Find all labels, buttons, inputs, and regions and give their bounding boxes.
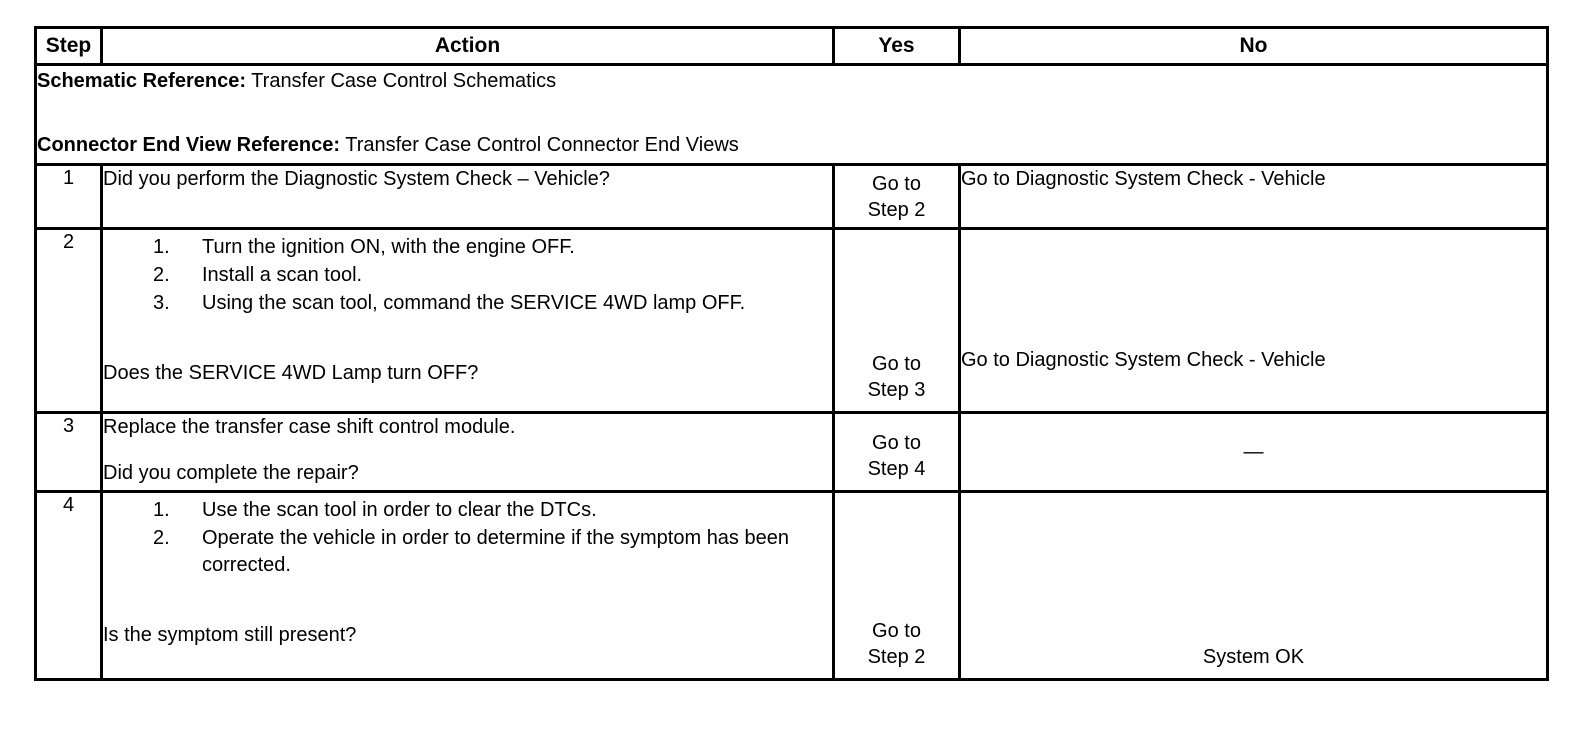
step-no: Go to Diagnostic System Check - Vehicle xyxy=(958,227,1549,414)
yes-line-1: Go to xyxy=(872,620,921,642)
column-header-step: Step xyxy=(34,26,103,66)
action-substep-list: 1. Use the scan tool in order to clear t… xyxy=(103,497,832,579)
no-text: Go to Diagnostic System Check - Vehicle xyxy=(961,168,1326,190)
action-question: Is the symptom still present? xyxy=(103,624,357,646)
list-item-text: Install a scan tool. xyxy=(202,264,363,286)
connector-reference-label: Connector End View Reference: xyxy=(37,134,341,156)
step-yes: Go to Step 4 xyxy=(832,411,961,493)
step-yes: Go to Step 2 xyxy=(832,490,961,681)
list-item-number: 1. xyxy=(153,236,170,258)
list-item-text: Turn the ignition ON, with the engine OF… xyxy=(202,236,575,258)
no-text: — xyxy=(1243,441,1264,463)
action-question: Does the SERVICE 4WD Lamp turn OFF? xyxy=(103,362,479,384)
yes-line-1: Go to xyxy=(872,432,921,454)
action-spacer xyxy=(103,440,832,460)
step-number: 2 xyxy=(34,227,103,414)
step-action: Did you perform the Diagnostic System Ch… xyxy=(100,163,835,230)
list-item: 1. Use the scan tool in order to clear t… xyxy=(103,497,832,524)
list-item-number: 1. xyxy=(153,499,170,521)
table-row: 2 1. Turn the ignition ON, with the engi… xyxy=(34,227,1549,414)
step-action: Replace the transfer case shift control … xyxy=(100,411,835,493)
no-text: Go to Diagnostic System Check - Vehicle xyxy=(961,349,1326,371)
step-number: 1 xyxy=(34,163,103,230)
step-action: 1. Use the scan tool in order to clear t… xyxy=(100,490,835,681)
schematic-reference-label: Schematic Reference: xyxy=(37,70,246,92)
list-item-number: 2. xyxy=(153,527,170,549)
step-yes: Go to Step 2 xyxy=(832,163,961,230)
diagnostic-procedure-table: Step Action Yes No Schematic Reference: … xyxy=(34,26,1549,681)
action-statement: Replace the transfer case shift control … xyxy=(103,416,516,438)
list-item: 1. Turn the ignition ON, with the engine… xyxy=(103,234,832,261)
yes-line-2: Step 2 xyxy=(867,198,926,221)
reference-row: Schematic Reference: Transfer Case Contr… xyxy=(34,63,1549,166)
table-row: 3 Replace the transfer case shift contro… xyxy=(34,411,1549,493)
action-question: Did you perform the Diagnostic System Ch… xyxy=(103,168,610,190)
column-header-yes: Yes xyxy=(832,26,961,66)
list-item-text: Use the scan tool in order to clear the … xyxy=(202,499,597,521)
list-item-number: 3. xyxy=(153,292,170,314)
step-no: — xyxy=(958,411,1549,493)
column-header-action: Action xyxy=(100,26,835,66)
schematic-reference-line: Schematic Reference: Transfer Case Contr… xyxy=(37,66,1546,96)
step-number: 3 xyxy=(34,411,103,493)
yes-line-1: Go to xyxy=(872,172,921,195)
reference-cell: Schematic Reference: Transfer Case Contr… xyxy=(34,63,1549,166)
action-substep-list: 1. Turn the ignition ON, with the engine… xyxy=(103,234,832,317)
step-action: 1. Turn the ignition ON, with the engine… xyxy=(100,227,835,414)
action-spacer xyxy=(103,580,832,622)
table-row: 4 1. Use the scan tool in order to clear… xyxy=(34,490,1549,681)
table-header-row: Step Action Yes No xyxy=(34,26,1549,66)
step-no: Go to Diagnostic System Check - Vehicle xyxy=(958,163,1549,230)
reference-spacer xyxy=(37,96,1546,130)
column-header-no: No xyxy=(958,26,1549,66)
action-question: Did you complete the repair? xyxy=(103,462,359,484)
list-item-text: Operate the vehicle in order to determin… xyxy=(202,527,789,576)
list-item-number: 2. xyxy=(153,264,170,286)
list-item: 3. Using the scan tool, command the SERV… xyxy=(103,290,832,317)
step-yes: Go to Step 3 xyxy=(832,227,961,414)
yes-line-2: Step 2 xyxy=(867,646,926,668)
step-no: System OK xyxy=(958,490,1549,681)
list-item-text: Using the scan tool, command the SERVICE… xyxy=(202,292,746,314)
step-number: 4 xyxy=(34,490,103,681)
yes-line-2: Step 3 xyxy=(867,379,926,401)
schematic-reference-value: Transfer Case Control Schematics xyxy=(245,70,557,92)
list-item: 2. Install a scan tool. xyxy=(103,262,832,289)
connector-reference-line: Connector End View Reference: Transfer C… xyxy=(37,130,1546,160)
table-row: 1 Did you perform the Diagnostic System … xyxy=(34,163,1549,230)
connector-reference-value: Transfer Case Control Connector End View… xyxy=(340,134,739,156)
list-item: 2. Operate the vehicle in order to deter… xyxy=(103,525,832,579)
yes-line-2: Step 4 xyxy=(867,458,926,480)
no-text: System OK xyxy=(1202,646,1305,668)
yes-line-1: Go to xyxy=(872,353,921,375)
action-spacer xyxy=(103,318,832,360)
